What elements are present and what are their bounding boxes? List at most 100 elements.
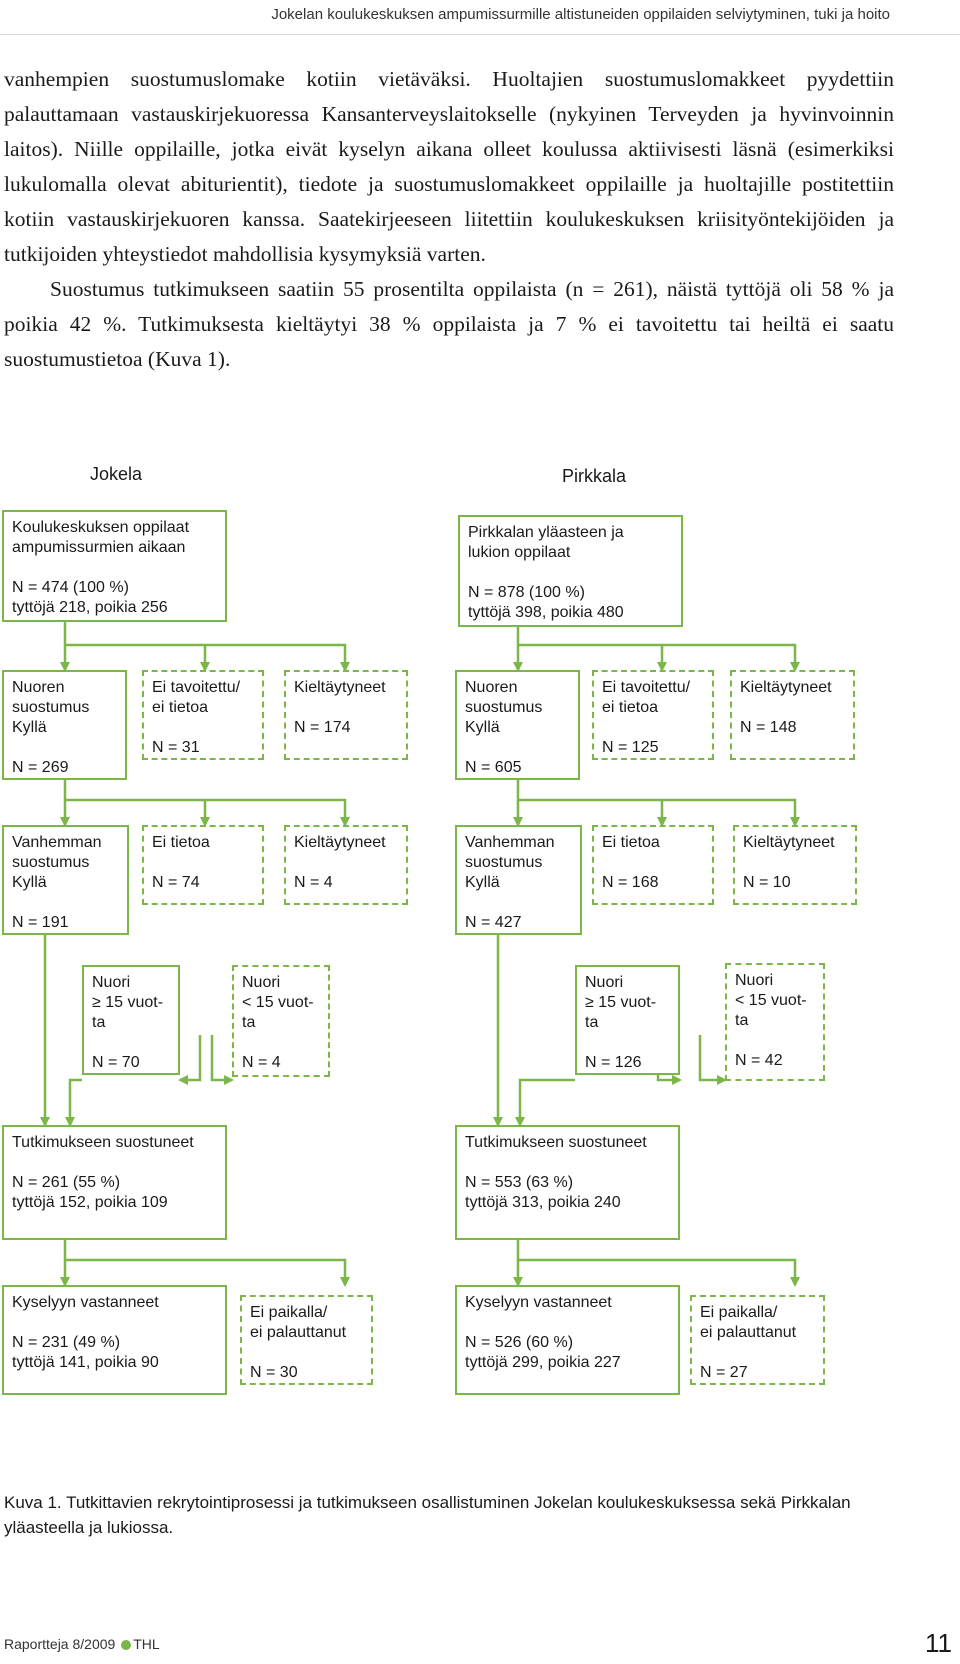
jokela-youth-consent-box: Nuoren suostumus Kyllä N = 269: [2, 670, 127, 780]
box-count: N = 269: [12, 759, 69, 776]
box-count: N = 125: [602, 739, 659, 756]
box-count: N = 168: [602, 874, 659, 891]
box-line: ampumissurmien aikaan: [12, 539, 186, 556]
box-line: Ei paikalla/: [250, 1304, 328, 1321]
body-text: vanhempien suostumuslomake kotiin vietäv…: [4, 62, 894, 377]
box-count: N = 427: [465, 914, 522, 931]
box-line: Ei paikalla/: [700, 1304, 778, 1321]
pirkkala-refused-box: Kieltäytyneet N = 148: [730, 670, 855, 760]
box-line: ta: [735, 1012, 749, 1029]
page-number: 11: [925, 1628, 952, 1658]
column-title-pirkkala: Pirkkala: [562, 466, 627, 486]
pirkkala-absent-box: Ei paikalla/ ei palauttanut N = 27: [690, 1295, 825, 1385]
pirkkala-connectors: [493, 620, 800, 1287]
paragraph-2: Suostumus tutkimukseen saatiin 55 prosen…: [4, 277, 894, 371]
page-footer: Raportteja 8/2009 THL: [4, 1636, 160, 1652]
box-line: < 15 vuot-: [242, 994, 314, 1011]
pirkkala-parent-consent-box: Vanhemman suostumus Kyllä N = 427: [455, 825, 582, 935]
box-count: N = 191: [12, 914, 69, 931]
box-line: Nuori: [242, 974, 281, 991]
column-title-jokela: Jokela: [90, 464, 143, 484]
footer-publisher: THL: [133, 1636, 160, 1652]
box-line: suostumus: [12, 854, 90, 871]
header-rule: [0, 34, 960, 35]
page-header: Jokelan koulukeskuksen ampumissurmille a…: [0, 0, 960, 36]
box-line: Pirkkalan yläasteen ja: [468, 524, 624, 541]
jokela-not-reached-box: Ei tavoitettu/ ei tietoa N = 31: [142, 670, 264, 760]
box-count: N = 70: [92, 1054, 140, 1071]
pirkkala-under15-box: Nuori < 15 vuot- ta N = 42: [725, 963, 825, 1081]
box-line: Ei tietoa: [152, 834, 210, 851]
box-count: N = 4: [242, 1054, 281, 1071]
box-count: N = 261 (55 %): [12, 1174, 121, 1191]
box-line: Kyllä: [12, 719, 47, 736]
box-split: tyttöjä 152, poikia 109: [12, 1194, 168, 1211]
box-count: N = 526 (60 %): [465, 1334, 574, 1351]
box-split: tyttöjä 141, poikia 90: [12, 1354, 159, 1371]
box-line: ei palauttanut: [250, 1324, 347, 1341]
box-line: ei tietoa: [602, 699, 659, 716]
box-split: tyttöjä 398, poikia 480: [468, 604, 624, 621]
jokela-connectors: [40, 620, 350, 1287]
jokela-start-box: Koulukeskuksen oppilaat ampumissurmien a…: [2, 510, 227, 622]
box-count: N = 174: [294, 719, 351, 736]
box-line: Ei tietoa: [602, 834, 660, 851]
box-count: N = 4: [294, 874, 333, 891]
box-count: N = 31: [152, 739, 200, 756]
box-line: ei tietoa: [152, 699, 209, 716]
box-line: Kyllä: [12, 874, 47, 891]
connector-lines: [40, 620, 800, 1287]
box-count: N = 10: [743, 874, 791, 891]
box-count: N = 605: [465, 759, 522, 776]
jokela-under15-box: Nuori < 15 vuot- ta N = 4: [232, 965, 330, 1077]
box-line: ≥ 15 vuot-: [585, 994, 657, 1011]
box-line: Kieltäytyneet: [743, 834, 835, 851]
paragraph-1: vanhempien suostumuslomake kotiin vietäv…: [4, 67, 894, 266]
flow-diagram: Jokela Pirkkala Koulukeskuksen oppilaat …: [0, 464, 960, 1480]
box-line: Kyselyyn vastanneet: [12, 1294, 159, 1311]
box-line: Kieltäytyneet: [294, 834, 386, 851]
box-line: Kyllä: [465, 719, 500, 736]
box-count: N = 474 (100 %): [12, 579, 129, 596]
box-line: Nuori: [585, 974, 624, 991]
box-count: N = 231 (49 %): [12, 1334, 121, 1351]
box-line: Nuori: [735, 972, 774, 989]
box-count: N = 148: [740, 719, 797, 736]
jokela-responded-box: Kyselyyn vastanneet N = 231 (49 %) tyttö…: [2, 1285, 227, 1395]
box-count: N = 126: [585, 1054, 642, 1071]
box-split: tyttöjä 218, poikia 256: [12, 599, 168, 616]
pirkkala-consented-box: Tutkimukseen suostuneet N = 553 (63 %) t…: [455, 1125, 680, 1240]
pirkkala-over15-box: Nuori ≥ 15 vuot- ta N = 126: [575, 965, 680, 1075]
jokela-consented-box: Tutkimukseen suostuneet N = 261 (55 %) t…: [2, 1125, 227, 1240]
box-count: N = 42: [735, 1052, 783, 1069]
pirkkala-start-box: Pirkkalan yläasteen ja lukion oppilaat N…: [458, 515, 683, 627]
figure-caption: Kuva 1. Tutkittavien rekrytointiprosessi…: [4, 1493, 851, 1537]
box-line: Kieltäytyneet: [740, 679, 832, 696]
box-line: Vanhemman: [465, 834, 555, 851]
box-line: < 15 vuot-: [735, 992, 807, 1009]
box-count: N = 30: [250, 1364, 298, 1381]
box-split: tyttöjä 313, poikia 240: [465, 1194, 621, 1211]
box-split: tyttöjä 299, poikia 227: [465, 1354, 621, 1371]
box-line: ≥ 15 vuot-: [92, 994, 164, 1011]
running-title: Jokelan koulukeskuksen ampumissurmille a…: [271, 6, 890, 23]
box-line: Kyllä: [465, 874, 500, 891]
box-line: Ei tavoitettu/: [602, 679, 691, 696]
pirkkala-not-reached-box: Ei tavoitettu/ ei tietoa N = 125: [592, 670, 714, 760]
box-count: N = 27: [700, 1364, 748, 1381]
box-line: ei palauttanut: [700, 1324, 797, 1341]
box-line: ta: [242, 1014, 256, 1031]
pirkkala-youth-consent-box: Nuoren suostumus Kyllä N = 605: [455, 670, 580, 780]
jokela-refused-box: Kieltäytyneet N = 174: [284, 670, 408, 760]
thl-dot-icon: [121, 1640, 132, 1651]
box-line: Vanhemman: [12, 834, 102, 851]
box-line: Ei tavoitettu/: [152, 679, 241, 696]
box-line: Kyselyyn vastanneet: [465, 1294, 612, 1311]
box-line: suostumus: [12, 699, 90, 716]
pirkkala-responded-box: Kyselyyn vastanneet N = 526 (60 %) tyttö…: [455, 1285, 680, 1395]
box-line: Tutkimukseen suostuneet: [12, 1134, 194, 1151]
box-line: suostumus: [465, 854, 543, 871]
jokela-parent-refused-box: Kieltäytyneet N = 4: [284, 825, 408, 905]
box-line: Nuoren: [465, 679, 518, 696]
jokela-absent-box: Ei paikalla/ ei palauttanut N = 30: [240, 1295, 373, 1385]
